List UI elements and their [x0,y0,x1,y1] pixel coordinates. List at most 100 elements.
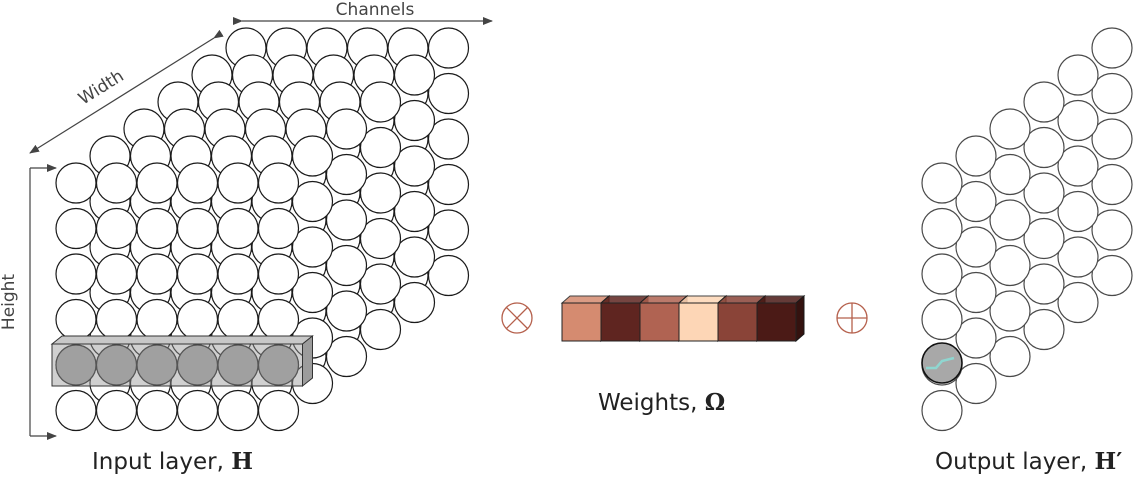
input-neuron [176,162,219,204]
input-neuron [359,172,402,214]
input-neuron [359,308,402,351]
input-neuron [55,389,97,432]
input-neuron [325,153,368,196]
output-neuron [1091,118,1133,160]
output-neuron [1023,308,1065,351]
input-neuron [393,145,436,187]
output-neuron [1057,190,1099,233]
channels-label: Channels [336,0,415,20]
input-neuron [291,180,334,223]
weight-cube-face [717,302,758,342]
output-neuron [1091,27,1133,69]
output-neuron [955,226,997,268]
output-neuron [989,108,1031,150]
input-neuron [427,209,470,251]
input-neuron [393,54,436,96]
output-depth-layer [955,135,997,405]
input-neuron [217,389,259,432]
input-neuron [136,162,178,204]
input-neuron [325,290,368,332]
output-neuron-highlighted [921,342,963,384]
output-neuron [1023,172,1065,214]
input-neuron [176,389,219,432]
width-label: Width [75,66,127,109]
input-neuron [257,389,300,432]
input-neuron [427,27,470,69]
input-neuron [393,236,436,278]
output-neuron [989,290,1031,332]
output-neuron [955,317,997,359]
input-neuron [427,163,470,206]
input-neuron [257,253,300,295]
input-neuron [136,389,178,432]
input-neuron [95,298,138,341]
input-neuron [217,298,259,341]
output-neuron [1023,126,1065,169]
weight-cube-face [561,302,602,342]
output-layer-block [921,27,1133,432]
weight-cube-face [678,302,719,342]
width-arrow [29,29,224,154]
output-neuron [921,162,963,204]
output-neuron [989,244,1031,287]
output-neuron [921,389,963,432]
input-neuron [136,253,178,295]
highlight-side-face [302,334,313,388]
highlight-top-face [50,335,314,345]
input-neuron [176,253,219,295]
output-neuron [921,253,963,295]
output-neuron [1091,163,1133,206]
input-neuron [359,217,402,260]
input-neuron [291,271,334,314]
input-neuron [136,207,178,250]
input-neuron [257,162,300,204]
output-neuron [1023,263,1065,305]
activation-curve-icon [926,356,955,370]
highlighted-row [50,334,314,388]
output-caption: Output layer, H′ [935,448,1122,475]
weight-cube-face [639,302,680,342]
input-neuron [55,253,97,295]
output-neuron [989,335,1031,378]
output-neuron [1091,72,1133,115]
input-layer-block [50,27,470,432]
output-neuron [1091,254,1133,297]
weights-caption: Weights, Ω [598,389,725,416]
input-neuron [325,335,368,378]
input-neuron-highlighted [257,344,300,386]
output-neuron [1057,99,1099,142]
input-neuron [427,254,470,297]
input-neuron [217,162,259,204]
weight-cube [755,294,806,343]
multiply-operator [501,302,533,334]
output-depth-layer [1091,27,1133,297]
input-neuron [95,253,138,295]
output-depth-layer [989,108,1031,378]
input-neuron [217,253,259,295]
input-neuron [55,298,97,341]
output-neuron [921,207,963,250]
input-neuron [359,126,402,169]
input-neuron [257,298,300,341]
weights-vector [560,294,806,343]
output-neuron [989,199,1031,241]
output-depth-layer [1023,81,1065,351]
output-neuron [921,298,963,341]
height-label: Height [0,274,19,331]
input-neuron [427,72,470,115]
input-neuron [176,298,219,341]
input-neuron [257,207,300,250]
input-neuron [55,207,97,250]
input-caption: Input layer, H [92,448,253,475]
output-neuron [1091,209,1133,251]
input-neuron [393,190,436,233]
output-neuron [1057,145,1099,187]
output-neuron [955,135,997,177]
input-neuron [176,207,219,250]
weight-cube-face [756,302,797,342]
weight-cube-face [600,302,641,342]
input-neuron [325,199,368,241]
input-neuron [291,135,334,177]
output-neuron [1057,54,1099,96]
output-neuron [1023,81,1065,123]
